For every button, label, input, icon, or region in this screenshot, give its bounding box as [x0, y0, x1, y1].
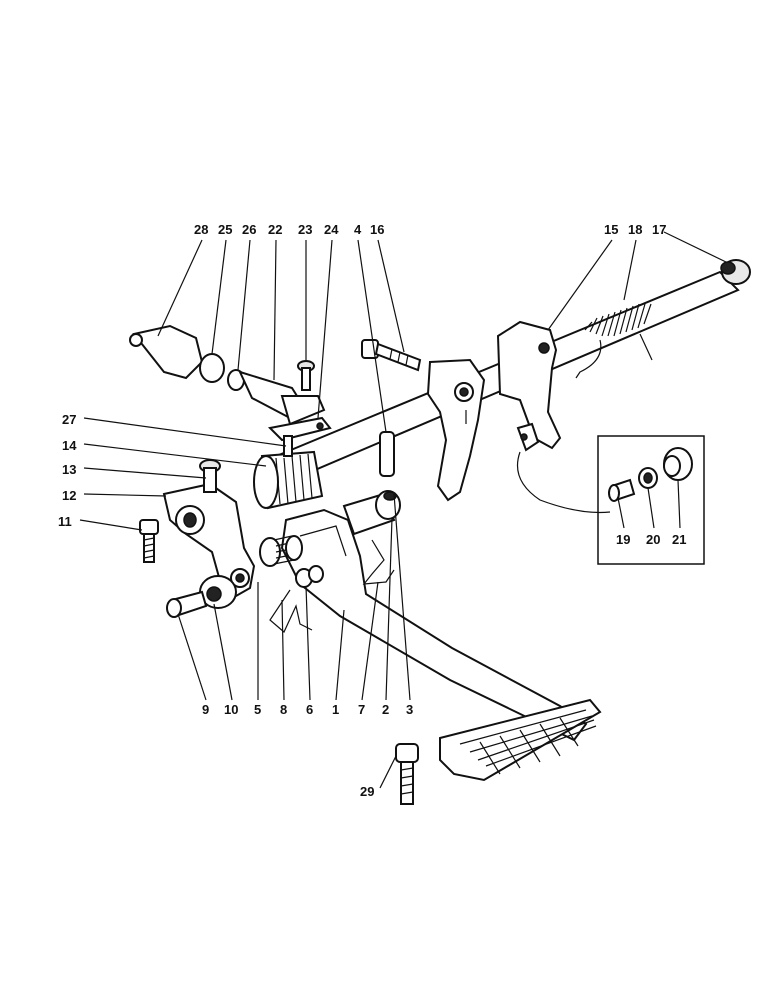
- pedal-lever-1: [280, 508, 588, 742]
- callout-1: 1: [332, 702, 339, 717]
- callout-11: 11: [58, 514, 72, 529]
- callout-labels: 28 25 26 22 23 24 4 16 15 18 17 27 14 13…: [58, 222, 686, 799]
- callout-18: 18: [628, 222, 642, 237]
- callout-27: 27: [62, 412, 76, 427]
- spring-5: [259, 535, 303, 567]
- nut-25: [199, 353, 225, 383]
- callout-22: 22: [268, 222, 282, 237]
- callout-21: 21: [672, 532, 686, 547]
- callout-7: 7: [358, 702, 365, 717]
- rod-end-28: [129, 324, 204, 380]
- bolt-11: [139, 519, 159, 563]
- callout-3: 3: [406, 702, 413, 717]
- inset-box: [597, 435, 705, 565]
- callout-23: 23: [298, 222, 312, 237]
- bolt-23: [297, 360, 315, 391]
- plate-24: [267, 416, 332, 442]
- spring-18: [575, 303, 653, 379]
- pin-9: [166, 590, 208, 618]
- callout-15: 15: [604, 222, 618, 237]
- splined-hub-14: [253, 450, 324, 510]
- shift-fork: [426, 358, 486, 502]
- bolt-13: [199, 459, 221, 493]
- callout-8: 8: [280, 702, 287, 717]
- callout-5: 5: [254, 702, 261, 717]
- bolt-29: [395, 743, 419, 805]
- pin-4: [379, 431, 395, 477]
- callout-25: 25: [218, 222, 232, 237]
- callout-24: 24: [324, 222, 339, 237]
- callout-19: 19: [616, 532, 630, 547]
- bolt-16: [361, 339, 422, 372]
- end-cap-17: [720, 259, 751, 285]
- callout-2: 2: [382, 702, 389, 717]
- callout-26: 26: [242, 222, 256, 237]
- callout-12: 12: [62, 488, 76, 503]
- clamp-lever-12: [162, 482, 256, 598]
- callout-28: 28: [194, 222, 208, 237]
- spring-clip-8: [269, 589, 313, 633]
- callout-17: 17: [652, 222, 666, 237]
- washer-10: [199, 575, 237, 609]
- callout-29: 29: [360, 784, 374, 799]
- pedal-pad: [439, 698, 602, 782]
- callout-9: 9: [202, 702, 209, 717]
- callout-16: 16: [370, 222, 384, 237]
- callout-13: 13: [62, 462, 76, 477]
- callout-10: 10: [224, 702, 238, 717]
- callout-14: 14: [62, 438, 77, 453]
- fork-bracket-15: [496, 320, 611, 514]
- leader-lines: [79, 231, 727, 789]
- spring-clip-7: [362, 539, 395, 585]
- pin-6: [295, 565, 324, 588]
- callout-20: 20: [646, 532, 660, 547]
- rod-22: [238, 370, 326, 426]
- callout-4: 4: [354, 222, 362, 237]
- callout-6: 6: [306, 702, 313, 717]
